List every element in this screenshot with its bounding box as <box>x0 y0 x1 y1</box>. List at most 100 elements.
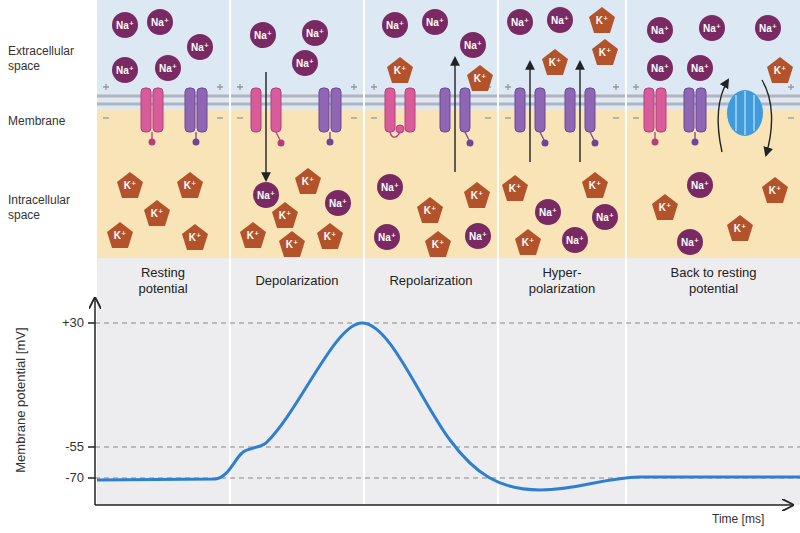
sodium-ion: Na⁺ <box>686 171 714 199</box>
tick-label: -70 <box>65 470 84 486</box>
ion-label: Na⁺ <box>534 198 562 226</box>
ion-label: Na⁺ <box>381 11 409 39</box>
ion-label: Na⁺ <box>111 56 139 84</box>
tick-label: +30 <box>62 315 84 331</box>
ion-label: Na⁺ <box>506 8 534 36</box>
ion-label: K⁺ <box>176 171 204 199</box>
phase-panel: Hyper-polarizationNa⁺Na⁺K⁺K⁺K⁺K⁺K⁺Na⁺Na⁺… <box>499 0 625 300</box>
phase-panel: DepolarizationNa⁺Na⁺Na⁺Na⁺K⁺K⁺Na⁺K⁺K⁺K⁺ <box>231 0 363 300</box>
sodium-ion: Na⁺ <box>381 11 409 39</box>
phase-caption: Repolarization <box>389 273 472 289</box>
ion-label: Na⁺ <box>459 31 487 59</box>
sodium-ion: Na⁺ <box>686 54 714 82</box>
potassium-ion: K⁺ <box>106 221 134 249</box>
potassium-channel <box>319 88 341 146</box>
ion-label: K⁺ <box>726 214 754 242</box>
sodium-ion: Na⁺ <box>506 8 534 36</box>
sodium-ion: Na⁺ <box>698 14 726 42</box>
ion-label: Na⁺ <box>111 11 139 39</box>
ion-label: K⁺ <box>651 193 679 221</box>
ion-label: K⁺ <box>106 221 134 249</box>
ion-label: K⁺ <box>588 6 616 34</box>
phase-caption: Back to resting potential <box>654 265 774 296</box>
potassium-ion: K⁺ <box>416 196 444 224</box>
ion-label: Na⁺ <box>754 14 782 42</box>
sodium-ion: Na⁺ <box>591 203 619 231</box>
potassium-ion: K⁺ <box>581 171 609 199</box>
sodium-ion: Na⁺ <box>534 198 562 226</box>
axis-title: Time [ms] <box>712 512 764 527</box>
potassium-ion: K⁺ <box>143 199 171 227</box>
sodium-ion: Na⁺ <box>376 173 404 201</box>
potassium-ion: K⁺ <box>466 64 494 92</box>
ion-label: K⁺ <box>514 228 542 256</box>
ion-label: K⁺ <box>766 56 794 84</box>
ion-label: K⁺ <box>466 64 494 92</box>
phase-caption: Resting potential <box>115 265 211 296</box>
ion-label: K⁺ <box>581 171 609 199</box>
ion-label: Na⁺ <box>591 203 619 231</box>
ion-flow-arrows <box>266 58 580 180</box>
sodium-ion: Na⁺ <box>754 14 782 42</box>
sodium-ion: Na⁺ <box>301 19 329 47</box>
potassium-ion: K⁺ <box>424 230 452 258</box>
potassium-channel <box>565 88 599 147</box>
potassium-ion: K⁺ <box>591 38 619 66</box>
ion-label: Na⁺ <box>324 189 352 217</box>
axis-title: Membrane potential [mV] <box>14 327 30 472</box>
potassium-ion: K⁺ <box>294 167 322 195</box>
ion-label: K⁺ <box>591 38 619 66</box>
potassium-ion: K⁺ <box>514 228 542 256</box>
phase-panel: Back to resting potential Na⁺ Na⁺ Na⁺ Na⁺ Na⁺… <box>627 0 800 300</box>
phase-caption-area: Resting potential <box>97 260 229 302</box>
potassium-ion: K⁺ <box>588 6 616 34</box>
region-label: Intracellular space <box>8 193 94 223</box>
ion-label: Na⁺ <box>301 19 329 47</box>
ion-label: Na⁺ <box>421 8 449 36</box>
ion-label: K⁺ <box>143 199 171 227</box>
ion-label: K⁺ <box>416 196 444 224</box>
sodium-ion: Na⁺ <box>546 6 574 34</box>
phase-caption-area: Depolarization <box>231 260 363 302</box>
potassium-ion: K⁺ <box>761 176 789 204</box>
potassium-ion: K⁺ <box>386 56 414 84</box>
ion-label: K⁺ <box>386 56 414 84</box>
phase-panel: Resting potentialNa⁺Na⁺Na⁺Na⁺Na⁺K⁺K⁺K⁺K⁺… <box>97 0 229 300</box>
ion-label: K⁺ <box>278 230 306 258</box>
sodium-ion: Na⁺ <box>464 222 492 250</box>
ion-label: K⁺ <box>271 201 299 229</box>
potassium-ion: K⁺ <box>463 181 491 209</box>
sodium-channel <box>141 88 163 146</box>
ion-label: Na⁺ <box>464 222 492 250</box>
potassium-ion: K⁺ <box>278 230 306 258</box>
phase-panel: RepolarizationNa⁺Na⁺Na⁺K⁺K⁺Na⁺K⁺K⁺Na⁺K⁺N… <box>365 0 497 300</box>
ion-label: Na⁺ <box>186 33 214 61</box>
sodium-channel <box>385 88 415 137</box>
sodium-ion: Na⁺ <box>373 223 401 251</box>
potassium-channel <box>440 88 474 147</box>
ion-label: Na⁺ <box>376 173 404 201</box>
ion-label: K⁺ <box>761 176 789 204</box>
ion-label: Na⁺ <box>249 21 277 49</box>
ion-label: K⁺ <box>294 167 322 195</box>
sodium-ion: Na⁺ <box>421 8 449 36</box>
sodium-ion: Na⁺ <box>646 16 674 44</box>
potassium-ion: K⁺ <box>726 214 754 242</box>
potassium-channel <box>515 88 549 147</box>
sodium-ion: Na⁺ <box>186 33 214 61</box>
potassium-ion: K⁺ <box>239 221 267 249</box>
phase-caption-area: Repolarization <box>365 260 497 302</box>
ion-label: K⁺ <box>316 222 344 250</box>
ion-label: K⁺ <box>501 174 529 202</box>
graph-gridlines <box>95 323 800 478</box>
potassium-ion: K⁺ <box>181 223 209 251</box>
sodium-ion: Na⁺ <box>561 226 589 254</box>
sodium-ion: Na⁺ <box>291 49 319 77</box>
potassium-ion: K⁺ <box>316 222 344 250</box>
potassium-ion: K⁺ <box>651 193 679 221</box>
potassium-ion: K⁺ <box>176 171 204 199</box>
potassium-ion: K⁺ <box>501 174 529 202</box>
phase-caption-area: Back to resting potential <box>627 260 800 302</box>
phase-caption-area: Hyper-polarization <box>499 260 625 302</box>
ion-label: Na⁺ <box>252 181 280 209</box>
